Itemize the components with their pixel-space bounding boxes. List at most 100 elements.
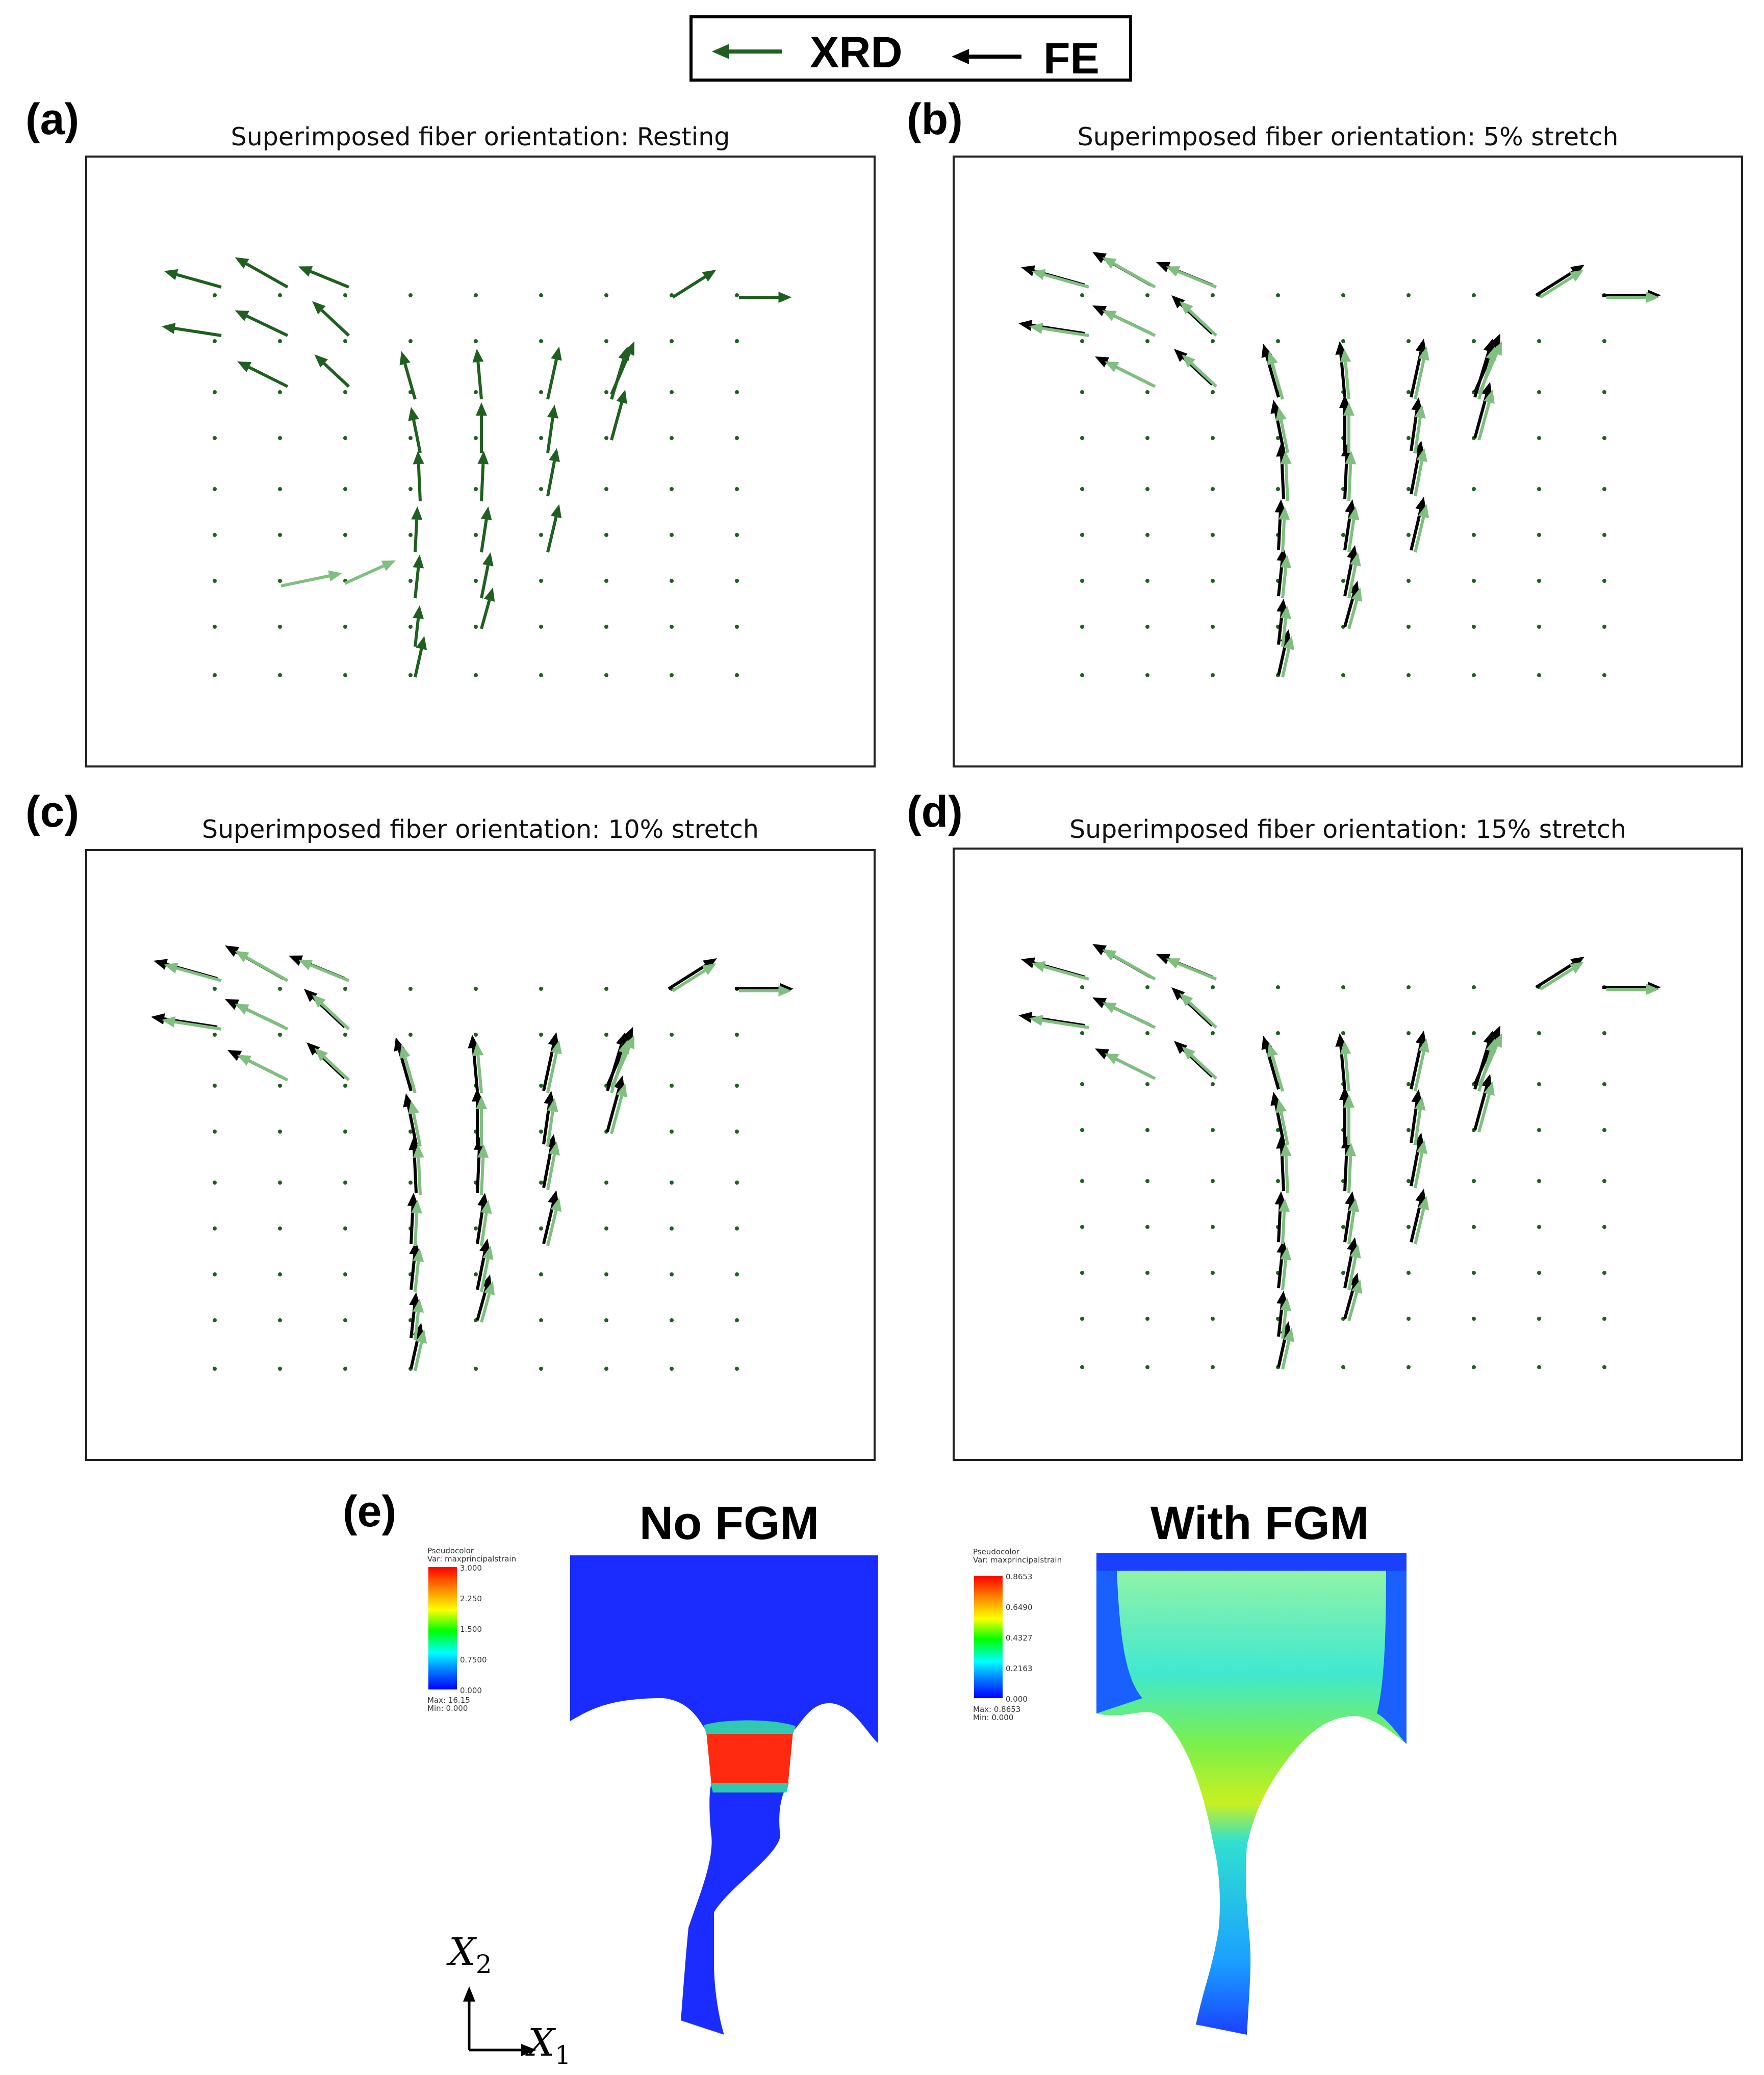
xrd-fiber-arrow <box>414 636 427 678</box>
grid-point <box>213 1367 217 1371</box>
grid-point <box>539 1084 543 1088</box>
xrd-fiber-arrow <box>546 504 562 553</box>
grid-point <box>1211 1031 1215 1035</box>
xrd-fiber-arrow <box>1340 349 1351 400</box>
grid-point <box>1407 1082 1411 1086</box>
grid-point <box>1211 579 1215 583</box>
grid-point <box>1537 1031 1541 1035</box>
grid-point <box>1341 293 1345 297</box>
grid-point <box>1145 1365 1149 1369</box>
grid-point <box>278 579 282 583</box>
grid-point <box>670 1084 674 1088</box>
grid-point <box>278 1226 282 1231</box>
fe-arrow-icon <box>952 49 1021 64</box>
xrd-fiber-arrow <box>413 1248 424 1292</box>
grid-point <box>1602 1365 1606 1369</box>
panel-c-frame <box>85 849 876 1461</box>
xrd-fiber-arrow <box>1102 310 1156 337</box>
xrd-fiber-arrow <box>1345 1143 1357 1194</box>
xrd-fiber-arrow <box>1606 984 1659 995</box>
grid-point <box>1276 436 1280 440</box>
grid-point <box>604 987 608 991</box>
xrd-fiber-arrow <box>1180 993 1218 1029</box>
fe-fiber-arrow <box>1343 545 1358 597</box>
xrd-fiber-arrow <box>1606 292 1659 303</box>
grid-point <box>1407 1365 1411 1369</box>
fe-fiber-arrow <box>542 1190 559 1244</box>
grid-point <box>278 436 282 440</box>
grid-point <box>735 1272 739 1276</box>
xrd-fiber-arrow <box>1105 361 1156 388</box>
xrd-fiber-arrow <box>314 1048 350 1082</box>
grid-point <box>604 673 608 677</box>
xrd-fiber-arrow <box>312 994 350 1031</box>
xrd-fiber-arrow <box>1343 402 1354 453</box>
xrd-fiber-arrow <box>1280 554 1292 599</box>
grid-point <box>213 1033 217 1037</box>
grid-point <box>1341 1271 1345 1275</box>
xrd-fiber-arrow <box>237 1055 289 1082</box>
grid-point <box>1472 533 1476 537</box>
grid-point <box>1080 487 1084 491</box>
xrd-fiber-arrow <box>546 1197 562 1246</box>
right-colorbar <box>974 1576 1003 1698</box>
xrd-fiber-arrow <box>237 361 289 388</box>
xrd-fiber-arrow <box>1267 1043 1284 1092</box>
grid-point <box>1602 1271 1606 1275</box>
xrd-fiber-arrow <box>235 257 289 289</box>
xrd-fiber-arrow <box>1343 1094 1354 1145</box>
grid-point <box>539 293 543 297</box>
grid-point <box>474 339 478 343</box>
xrd-fiber-arrow <box>1182 354 1218 388</box>
grid-point <box>1472 487 1476 491</box>
xrd-fiber-arrow <box>1414 1096 1426 1145</box>
left-colorbar-max: Max: 16.15 <box>427 1696 470 1705</box>
grid-point <box>213 1084 217 1088</box>
grid-point <box>213 487 217 491</box>
grid-point <box>1602 579 1606 583</box>
fe-fiber-arrow <box>1343 1237 1358 1289</box>
xrd-fiber-arrow <box>235 951 289 982</box>
grid-point <box>278 339 282 343</box>
grid-point <box>1211 673 1215 677</box>
grid-point <box>1341 579 1345 583</box>
grid-point <box>1276 1179 1280 1183</box>
grid-point <box>474 625 478 629</box>
xrd-fiber-arrow <box>164 269 222 289</box>
xrd-fiber-arrow <box>1180 301 1218 337</box>
grid-point <box>539 339 543 343</box>
grid-point <box>1080 625 1084 629</box>
grid-point <box>670 1272 674 1276</box>
xrd-fiber-arrow <box>1281 636 1295 678</box>
grid-point <box>343 1033 347 1037</box>
xrd-fiber-arrow <box>164 962 222 982</box>
grid-point <box>1537 1365 1541 1369</box>
panel-d-frame <box>953 848 1743 1461</box>
grid-point <box>1537 1128 1541 1132</box>
grid-point <box>1211 390 1215 394</box>
grid-point <box>539 390 543 394</box>
xrd-fiber-arrow <box>1414 448 1427 497</box>
grid-point <box>343 1130 347 1134</box>
grid-point <box>278 390 282 394</box>
grid-point <box>1211 1179 1215 1183</box>
grid-point <box>1145 436 1149 440</box>
grid-point <box>343 293 347 297</box>
grid-point <box>1211 293 1215 297</box>
grid-point <box>1537 436 1541 440</box>
xrd-fiber-arrow <box>312 301 350 337</box>
grid-point <box>1472 579 1476 583</box>
xrd-fiber-arrow <box>480 1246 494 1292</box>
grid-point <box>1407 1317 1411 1321</box>
grid-point <box>408 625 413 629</box>
grid-point <box>1080 579 1084 583</box>
grid-point <box>278 673 282 677</box>
grid-point <box>474 1226 478 1231</box>
xrd-fiber-arrow <box>546 404 558 453</box>
grid-point <box>474 1367 478 1371</box>
grid-point <box>343 1181 347 1185</box>
xrd-fiber-arrow <box>399 351 417 400</box>
grid-point <box>1602 1031 1606 1035</box>
grid-point <box>604 293 608 297</box>
grid-point <box>1341 1365 1345 1369</box>
